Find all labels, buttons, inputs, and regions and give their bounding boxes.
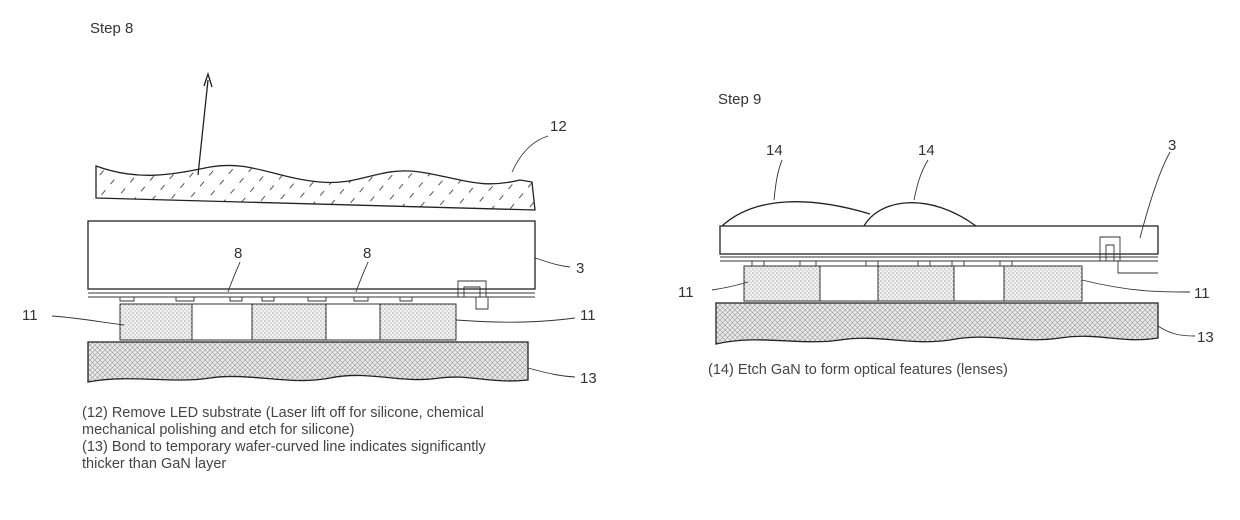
gan-layer-step9 <box>720 226 1158 254</box>
step8-caption: (12) Remove LED substrate (Laser lift of… <box>82 405 486 473</box>
label-8-right: 8 <box>363 245 371 262</box>
label-11-right: 11 <box>580 307 596 324</box>
bond-pad <box>252 304 326 340</box>
bond-gap <box>192 304 252 340</box>
caption-line: thicker than GaN layer <box>82 456 486 473</box>
label-12: 12 <box>550 118 567 135</box>
label-14-left: 14 <box>766 142 783 159</box>
temporary-wafer <box>88 342 528 382</box>
bond-gap <box>326 304 380 340</box>
temporary-wafer-step9 <box>716 303 1158 344</box>
bond-pad <box>744 266 820 301</box>
label-3-step9: 3 <box>1168 137 1176 154</box>
step8-title: Step 8 <box>90 20 133 37</box>
label-14-right: 14 <box>918 142 935 159</box>
caption-line: (14) Etch GaN to form optical features (… <box>708 362 1008 379</box>
caption-line: (12) Remove LED substrate (Laser lift of… <box>82 405 486 422</box>
lift-arrow-icon <box>198 74 212 175</box>
bond-pad <box>380 304 456 340</box>
bond-pad <box>120 304 192 340</box>
label-11-left: 11 <box>22 307 38 324</box>
bond-pad <box>1004 266 1082 301</box>
label-8-left: 8 <box>234 245 242 262</box>
caption-line: (13) Bond to temporary wafer-curved line… <box>82 439 486 456</box>
lens <box>864 203 976 226</box>
gan-layer <box>88 221 535 289</box>
led-substrate <box>96 165 535 210</box>
label-3: 3 <box>576 260 584 277</box>
step9-title: Step 9 <box>718 91 761 108</box>
bond-gap <box>820 266 878 301</box>
label-13: 13 <box>580 370 597 387</box>
label-11-left-step9: 11 <box>678 284 694 301</box>
lens <box>722 202 870 226</box>
bond-gap <box>954 266 1004 301</box>
bond-pad <box>878 266 954 301</box>
label-13-step9: 13 <box>1197 329 1214 346</box>
label-11-right-step9: 11 <box>1194 285 1210 302</box>
step9-caption: (14) Etch GaN to form optical features (… <box>708 362 1008 379</box>
caption-line: mechanical polishing and etch for silico… <box>82 422 486 439</box>
